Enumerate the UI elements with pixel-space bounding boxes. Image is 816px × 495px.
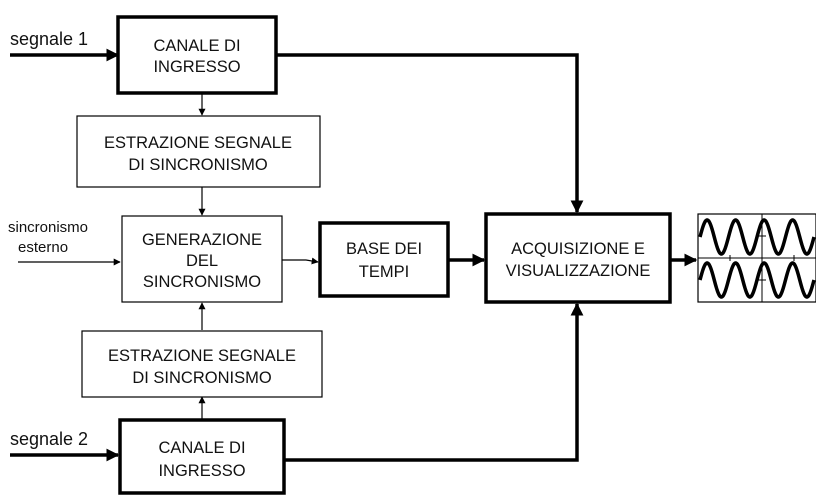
waveform-trace-1 — [698, 218, 816, 256]
input-channel-1-label-line1: CANALE DI — [153, 37, 240, 55]
block-timebase: BASE DEI TEMPI — [318, 221, 450, 298]
sync-generation-label-line1: GENERAZIONE — [142, 231, 262, 249]
oscilloscope-screen-icon — [697, 213, 816, 303]
input-channel-2-label-line1: CANALE DI — [158, 439, 245, 457]
input-channel-2-label-line2: INGRESSO — [158, 462, 245, 480]
sync-generation-label-line2: DEL — [186, 252, 218, 270]
signal-2-label: segnale 2 — [10, 429, 88, 449]
sync-extraction-1-label-line1: ESTRAZIONE SEGNALE — [104, 134, 292, 152]
external-sync-label-line1: sincronismo — [8, 219, 88, 236]
sync-generation-label-line3: SINCRONISMO — [143, 273, 261, 291]
acquisition-label-line1: ACQUISIZIONE E — [511, 240, 645, 258]
signal-1-label: segnale 1 — [10, 29, 88, 49]
external-sync-label-line2: esterno — [18, 239, 68, 256]
generation-to-timebase-arrow — [282, 257, 319, 265]
block-input-channel-2: CANALE DI INGRESSO — [118, 418, 286, 495]
sync-extraction-1-label-line2: DI SINCRONISMO — [128, 156, 268, 174]
block-input-channel-1: CANALE DI INGRESSO — [116, 15, 278, 95]
axis-ticks — [729, 235, 795, 281]
block-sync-extraction-1: ESTRAZIONE SEGNALE DI SINCRONISMO — [76, 115, 321, 188]
ch2-to-acquisition-arrow — [284, 302, 584, 462]
input-channel-1-label-line2: INGRESSO — [153, 58, 240, 76]
timebase-label-line1: BASE DEI — [346, 240, 422, 258]
sync-extraction-2-label-line1: ESTRAZIONE SEGNALE — [108, 347, 296, 365]
sync-extraction-2-label-line2: DI SINCRONISMO — [132, 369, 272, 387]
block-sync-generation: GENERAZIONE DEL SINCRONISMO — [121, 215, 283, 303]
waveform-trace-2 — [698, 261, 816, 299]
block-sync-extraction-2: ESTRAZIONE SEGNALE DI SINCRONISMO — [81, 330, 323, 398]
ch1-to-acquisition-arrow — [276, 53, 584, 214]
connectors — [10, 48, 698, 462]
block-acquisition-display: ACQUISIZIONE E VISUALIZZAZIONE — [484, 212, 672, 304]
timebase-label-line2: TEMPI — [359, 263, 409, 281]
acquisition-label-line2: VISUALIZZAZIONE — [506, 262, 651, 280]
